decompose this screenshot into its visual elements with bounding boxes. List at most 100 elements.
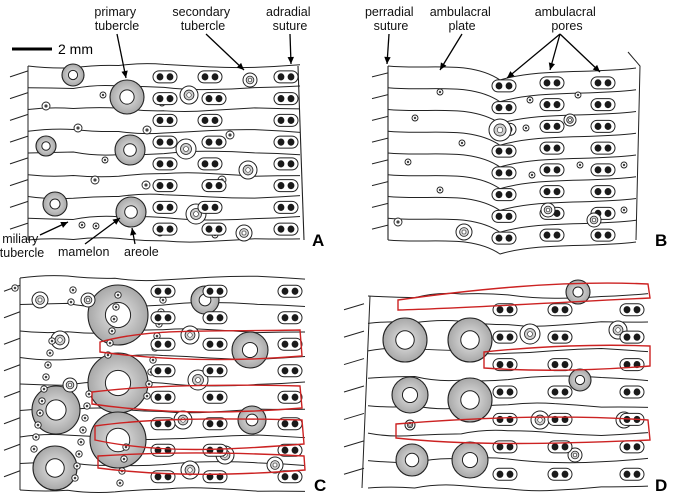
ambulacral-pore — [205, 225, 213, 233]
ambulacral-pore — [216, 340, 224, 348]
ambulacral-pore-pair — [547, 412, 573, 426]
ambulacral-pore — [164, 473, 172, 481]
plate-edge-tick — [371, 202, 389, 208]
ambulacral-pore — [156, 225, 164, 233]
scale-bar-label: 2 mm — [58, 41, 93, 57]
ambulacral-pore — [506, 443, 514, 451]
ambulacral-pore — [164, 314, 172, 322]
label-miliary-tubercle: miliary tubercle — [0, 232, 44, 260]
secondary-tubercle-mamelon — [461, 229, 467, 235]
ambulacral-pore — [543, 79, 551, 87]
ambulacral-pore-pair — [590, 98, 616, 112]
ambulacral-pore — [553, 122, 561, 130]
ambulacral-pore — [166, 182, 174, 190]
panel-c-drawing — [3, 275, 306, 494]
ambulacral-pore — [211, 73, 219, 81]
ambulacral-pore — [561, 360, 569, 369]
ambulacral-pore — [604, 101, 612, 109]
ambulacral-pore — [166, 95, 174, 103]
plate-edge-tick — [343, 358, 365, 366]
miliary-tubercle-center — [396, 220, 400, 224]
label-mamelon: mamelon — [58, 245, 109, 259]
secondary-tubercle-mamelon — [37, 297, 43, 303]
plate-suture — [367, 484, 649, 492]
ambulacral-pore — [561, 333, 569, 341]
miliary-tubercle-center — [438, 90, 442, 94]
annotation-arrow — [205, 33, 245, 71]
highlighted-plate — [483, 344, 651, 371]
plate-edge-tick — [9, 179, 29, 187]
miliary-tubercle-center — [528, 98, 532, 102]
miliary-tubercle-center — [87, 392, 91, 396]
plate-suture — [367, 375, 649, 382]
secondary-tubercle-mamelon — [408, 423, 412, 427]
secondary-tubercle-mamelon — [186, 92, 192, 98]
ambulacral-pore — [551, 306, 559, 314]
ambulacral-pore-pair — [619, 330, 645, 344]
annotation-arrowhead — [121, 70, 128, 78]
secondary-tubercle-mamelon — [545, 207, 551, 213]
ambulacral-pore — [594, 166, 602, 174]
miliary-tubercle-center — [155, 334, 159, 338]
ambulacral-pore — [281, 367, 289, 375]
ambulacral-pore — [281, 473, 289, 481]
ambulacral-pore — [553, 231, 561, 239]
plate-edge-tick — [343, 440, 365, 448]
ambulacral-pore — [287, 203, 295, 211]
mamelon — [395, 330, 415, 350]
label-adradial-suture: adradial suture — [266, 5, 314, 33]
miliary-tubercle-center — [576, 93, 580, 97]
ambulacral-pore — [205, 95, 213, 103]
highlighted-plate — [397, 282, 651, 311]
ambulacral-pore — [216, 367, 224, 375]
plate-suture — [19, 275, 306, 282]
ambulacral-pore — [551, 360, 559, 369]
ambulacral-pore — [633, 333, 641, 341]
ambulacral-pore — [281, 314, 289, 322]
secondary-tubercle-mamelon — [537, 417, 543, 423]
plate-edge-tick — [3, 470, 21, 478]
ambulacral-pore — [505, 169, 513, 177]
mamelon — [45, 458, 65, 478]
ambulacral-pore — [623, 443, 631, 451]
ambulacral-pore-pair — [547, 467, 573, 481]
miliary-tubercle-center — [460, 141, 464, 145]
ambulacral-pore-pair — [539, 76, 565, 90]
ambulacral-pore — [291, 446, 299, 454]
ambulacral-pore — [505, 212, 513, 220]
plate-suture — [27, 150, 301, 156]
plate-edge-tick — [3, 364, 21, 372]
mamelon — [123, 143, 137, 157]
ambulacral-pore — [561, 306, 569, 314]
plate-edge-tick — [9, 157, 29, 165]
plate-edge-tick — [9, 70, 29, 78]
miliary-tubercle-center — [106, 353, 110, 357]
ambulacral-pore-pair — [547, 303, 573, 317]
ambulacral-pore-pair — [619, 303, 645, 317]
ambulacral-pore — [633, 388, 641, 396]
plate-edge-tick — [371, 94, 389, 100]
miliary-tubercle-center — [578, 163, 582, 167]
annotation-arrow — [116, 33, 127, 79]
miliary-tubercle-center — [101, 93, 105, 97]
miliary-tubercle-center — [110, 329, 114, 333]
secondary-tubercle-mamelon — [247, 77, 253, 83]
ambulacral-pore — [604, 79, 612, 87]
ambulacral-pore — [291, 393, 299, 401]
ambulacral-pore — [154, 420, 162, 428]
highlighted-plate — [97, 452, 306, 475]
miliary-tubercle-center — [93, 178, 97, 182]
ambulacral-pore — [604, 144, 612, 152]
secondary-tubercle-mamelon — [183, 146, 189, 152]
ambulacral-pore — [206, 340, 214, 348]
ambulacral-pore — [211, 116, 219, 124]
ambulacral-pore — [623, 470, 631, 478]
miliary-tubercle-center — [46, 363, 50, 367]
miliary-tubercle-center — [32, 447, 36, 451]
ambulacral-pore — [495, 169, 503, 177]
ambulacral-pore — [551, 470, 559, 478]
secondary-tubercle-mamelon — [187, 467, 193, 473]
mamelon — [460, 390, 480, 410]
ambulacral-pore — [506, 306, 514, 314]
ambulacral-pore — [553, 166, 561, 174]
